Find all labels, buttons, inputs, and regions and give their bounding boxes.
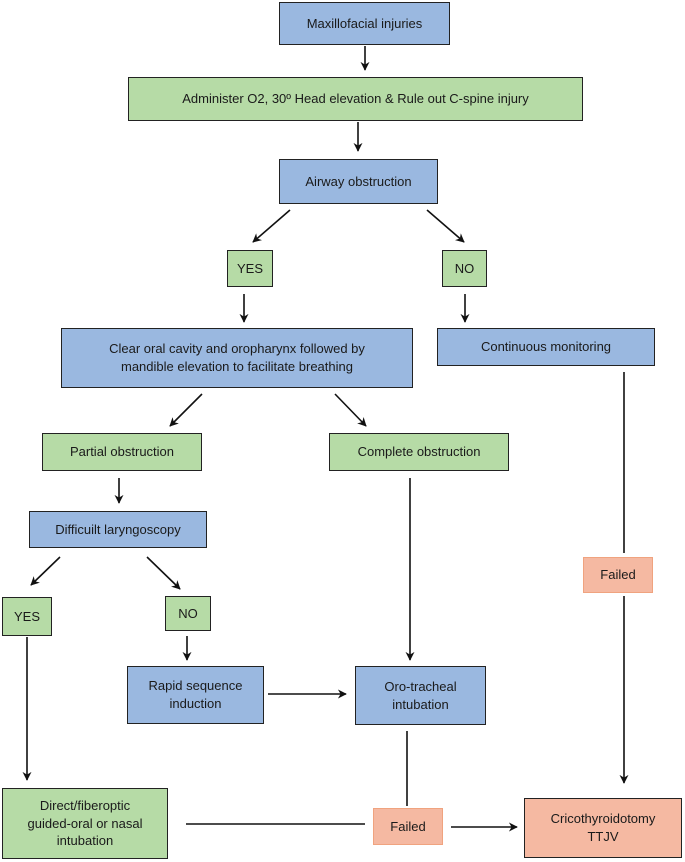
cricothyroidotomy-label: Cricothyroidotomy TTJV [550, 811, 656, 844]
arrow-clear-to-partial [169, 393, 203, 427]
yes-box-bottom: YES [2, 597, 52, 636]
cricothyroidotomy-box: Cricothyroidotomy TTJV [524, 798, 682, 858]
administer-o2-label: Administer O2, 30º Head elevation & Rule… [182, 91, 529, 107]
continuous-monitoring-label: Continuous monitoring [480, 339, 612, 355]
clear-oral-cavity-label: Clear oral cavity and oropharynx followe… [109, 341, 365, 374]
difficult-laryngoscopy-box: Difficuilt laryngoscopy [29, 511, 207, 548]
yes-label-bottom: YES [13, 608, 40, 624]
arrow-clear-to-complete [334, 393, 367, 427]
failed-box-right: Failed [583, 557, 653, 593]
maxillofacial-injuries-box: Maxillofacial injuries [279, 2, 450, 45]
direct-fiberoptic-intubation-box: Direct/fiberoptic guided-oral or nasal i… [2, 788, 168, 859]
continuous-monitoring-box: Continuous monitoring [437, 328, 655, 366]
arrow-airway-to-no [426, 209, 465, 243]
oro-tracheal-intubation-box: Oro-tracheal intubation [355, 666, 486, 725]
partial-obstruction-box: Partial obstruction [42, 433, 202, 471]
maxillofacial-injuries-label: Maxillofacial injuries [306, 15, 423, 31]
no-box-top: NO [442, 250, 487, 287]
oro-tracheal-intubation-label: Oro-tracheal intubation [384, 678, 457, 712]
arrow-difficult-to-yes [30, 556, 61, 586]
no-label-top: NO [454, 260, 475, 276]
failed-label-bottom: Failed [390, 818, 426, 834]
rapid-sequence-induction-box: Rapid sequence induction [127, 666, 264, 724]
complete-obstruction-box: Complete obstruction [329, 433, 509, 471]
yes-label-top: YES [236, 260, 263, 276]
no-box-bottom: NO [165, 596, 211, 631]
clear-oral-cavity-box: Clear oral cavity and oropharynx followe… [61, 328, 413, 388]
airway-obstruction-box: Airway obstruction [279, 159, 438, 204]
direct-fiberoptic-intubation-label: Direct/fiberoptic guided-oral or nasal i… [27, 798, 143, 849]
airway-obstruction-label: Airway obstruction [305, 173, 412, 189]
arrow-difficult-to-no [146, 556, 181, 590]
no-label-bottom: NO [178, 605, 198, 621]
administer-o2-box: Administer O2, 30º Head elevation & Rule… [128, 77, 583, 121]
arrow-airway-to-yes [252, 209, 291, 243]
yes-box-top: YES [227, 250, 273, 287]
complete-obstruction-label: Complete obstruction [357, 444, 481, 460]
failed-label-right: Failed [600, 567, 636, 583]
difficult-laryngoscopy-label: Difficuilt laryngoscopy [55, 521, 181, 537]
partial-obstruction-label: Partial obstruction [69, 444, 175, 460]
rapid-sequence-induction-label: Rapid sequence induction [148, 678, 243, 711]
failed-box-bottom: Failed [373, 808, 443, 845]
